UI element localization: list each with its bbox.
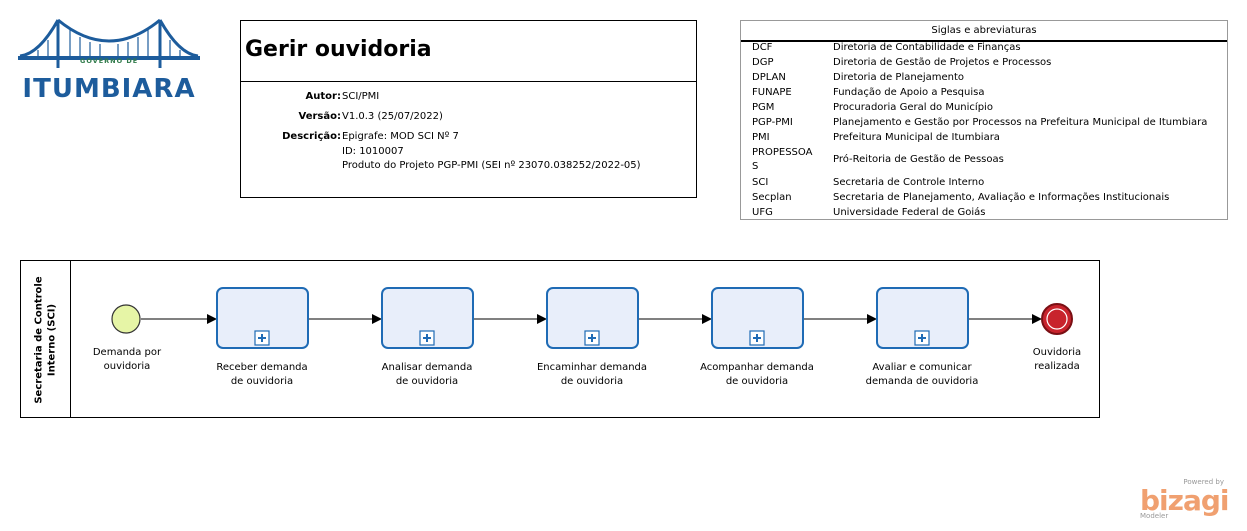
description-line-3: Produto do Projeto PGP-PMI (SEI nº 23070… <box>342 160 641 171</box>
description-line-1: Epigrafe: MOD SCI Nº 7 <box>342 131 459 142</box>
start-label-line-1: Demanda por <box>92 347 162 358</box>
abbreviation-row: PGP-PMI Planejamento e Gestão por Proces… <box>741 117 1229 132</box>
version-value: V1.0.3 (25/07/2022) <box>342 111 443 122</box>
abbreviation-desc: Diretoria de Contabilidade e Finanças <box>833 42 1021 53</box>
end-label-line-1: Ouvidoria <box>1032 347 1082 358</box>
subprocess-label-line-2: demanda de ouvidoria <box>865 375 979 387</box>
abbreviation-code: DCF <box>752 42 773 53</box>
abbreviation-code: PROPESSOA <box>752 147 813 158</box>
abbreviation-code: DGP <box>752 57 774 68</box>
abbreviation-row: PMI Prefeitura Municipal de Itumbiara <box>741 132 1229 147</box>
abbreviation-desc: Universidade Federal de Goiás <box>833 207 986 218</box>
abbreviations-table: Siglas e abreviaturas DCF Diretoria de C… <box>740 20 1228 220</box>
abbreviation-row: DGP Diretoria de Gestão de Projetos e Pr… <box>741 57 1229 72</box>
version-label: Versão: <box>298 111 341 122</box>
abbreviation-row: SCI Secretaria de Controle Interno <box>741 177 1229 192</box>
abbreviation-code: DPLAN <box>752 72 786 83</box>
itumbiara-logo: GOVERNO DE ITUMBIARA <box>18 16 200 104</box>
subprocess-label-line-2: de ouvidoria <box>230 375 294 387</box>
abbreviation-desc: Secretaria de Planejamento, Avaliação e … <box>833 192 1170 203</box>
abbreviation-desc: Fundação de Apoio a Pesquisa <box>833 87 985 98</box>
subprocess-label-line-2: de ouvidoria <box>560 375 624 387</box>
subprocess-label-line-1: Acompanhar demanda <box>700 362 814 373</box>
abbreviations-divider <box>741 40 1227 42</box>
abbreviation-row: FUNAPE Fundação de Apoio a Pesquisa <box>741 87 1229 102</box>
start-event-label: Demanda por ouvidoria <box>67 346 187 373</box>
abbreviation-row: DPLAN Diretoria de Planejamento <box>741 72 1229 87</box>
abbreviation-desc: Planejamento e Gestão por Processos na P… <box>833 117 1208 128</box>
bizagi-branding: Powered by bizagi Modeler <box>1138 478 1230 522</box>
subprocess-receber[interactable] <box>216 287 309 349</box>
abbreviation-code: FUNAPE <box>752 87 792 98</box>
description-line-2: ID: 1010007 <box>342 146 404 157</box>
abbreviation-row: PGM Procuradoria Geral do Município <box>741 102 1229 117</box>
abbreviations-title: Siglas e abreviaturas <box>931 25 1037 36</box>
abbreviation-code: PGM <box>752 102 775 113</box>
abbreviation-desc: Procuradoria Geral do Município <box>833 102 993 113</box>
subprocess-label: Acompanhar demanda de ouvidoria <box>697 361 817 388</box>
end-event-label: Ouvidoria realizada <box>997 346 1117 373</box>
author-value: SCI/PMI <box>342 91 380 102</box>
end-event-inner <box>1046 308 1068 330</box>
subprocess-label-line-2: de ouvidoria <box>395 375 459 387</box>
header-divider <box>241 81 696 82</box>
abbreviation-code: PMI <box>752 132 770 143</box>
abbreviation-desc: Secretaria de Controle Interno <box>833 177 985 188</box>
subprocess-analisar[interactable] <box>381 287 474 349</box>
process-title: Gerir ouvidoria <box>245 37 432 62</box>
end-label-line-2: realizada <box>1034 360 1080 372</box>
abbreviation-desc: Prefeitura Municipal de Itumbiara <box>833 132 1000 143</box>
bizagi-logo: bizagi <box>1140 484 1229 517</box>
abbreviation-desc: Pró-Reitoria de Gestão de Pessoas <box>833 154 1004 165</box>
subprocess-acompanhar[interactable] <box>711 287 804 349</box>
modeler-text: Modeler <box>1140 512 1169 520</box>
subprocess-label-line-1: Receber demanda <box>216 362 308 373</box>
process-header: Gerir ouvidoria Autor: SCI/PMI Versão: V… <box>240 20 697 198</box>
subprocess-label: Encaminhar demanda de ouvidoria <box>532 361 652 388</box>
abbreviation-row: UFG Universidade Federal de Goiás <box>741 207 1229 222</box>
subprocess-label-line-2: de ouvidoria <box>725 375 789 387</box>
subprocess-label-line-1: Avaliar e comunicar <box>872 362 972 373</box>
abbreviation-code: PGP-PMI <box>752 117 793 128</box>
start-label-line-2: ouvidoria <box>103 360 151 372</box>
description-label: Descrição: <box>282 131 341 142</box>
process-pool: Secretaria de Controle Interno (SCI) <box>20 260 1100 418</box>
logo-title: ITUMBIARA <box>22 74 196 104</box>
subprocess-label-line-1: Analisar demanda <box>381 362 473 373</box>
powered-by-text: Powered by <box>1183 478 1224 486</box>
abbreviation-row: DCF Diretoria de Contabilidade e Finança… <box>741 42 1229 57</box>
abbreviation-desc: Diretoria de Gestão de Projetos e Proces… <box>833 57 1052 68</box>
abbreviation-code: UFG <box>752 207 773 218</box>
abbreviation-desc: Diretoria de Planejamento <box>833 72 965 83</box>
subprocess-label: Analisar demanda de ouvidoria <box>367 361 487 388</box>
bridge-icon <box>18 18 200 68</box>
subprocess-label-line-1: Encaminhar demanda <box>536 362 648 373</box>
lane-header: Secretaria de Controle Interno (SCI) <box>21 261 71 417</box>
subprocess-avaliar[interactable] <box>876 287 969 349</box>
start-event[interactable] <box>111 304 141 334</box>
subprocess-label: Avaliar e comunicar demanda de ouvidoria <box>862 361 982 388</box>
author-label: Autor: <box>305 91 341 102</box>
abbreviation-code: SCI <box>752 177 769 188</box>
abbreviation-row: Secplan Secretaria de Planejamento, Aval… <box>741 192 1229 207</box>
subprocess-encaminhar[interactable] <box>546 287 639 349</box>
subprocess-label: Receber demanda de ouvidoria <box>202 361 322 388</box>
abbreviation-code-wrap: S <box>752 161 759 172</box>
abbreviation-code: Secplan <box>752 192 792 203</box>
abbreviation-row: PROPESSOA S Pró-Reitoria de Gestão de Pe… <box>741 147 1229 177</box>
logo-subtitle: GOVERNO DE <box>80 57 139 65</box>
